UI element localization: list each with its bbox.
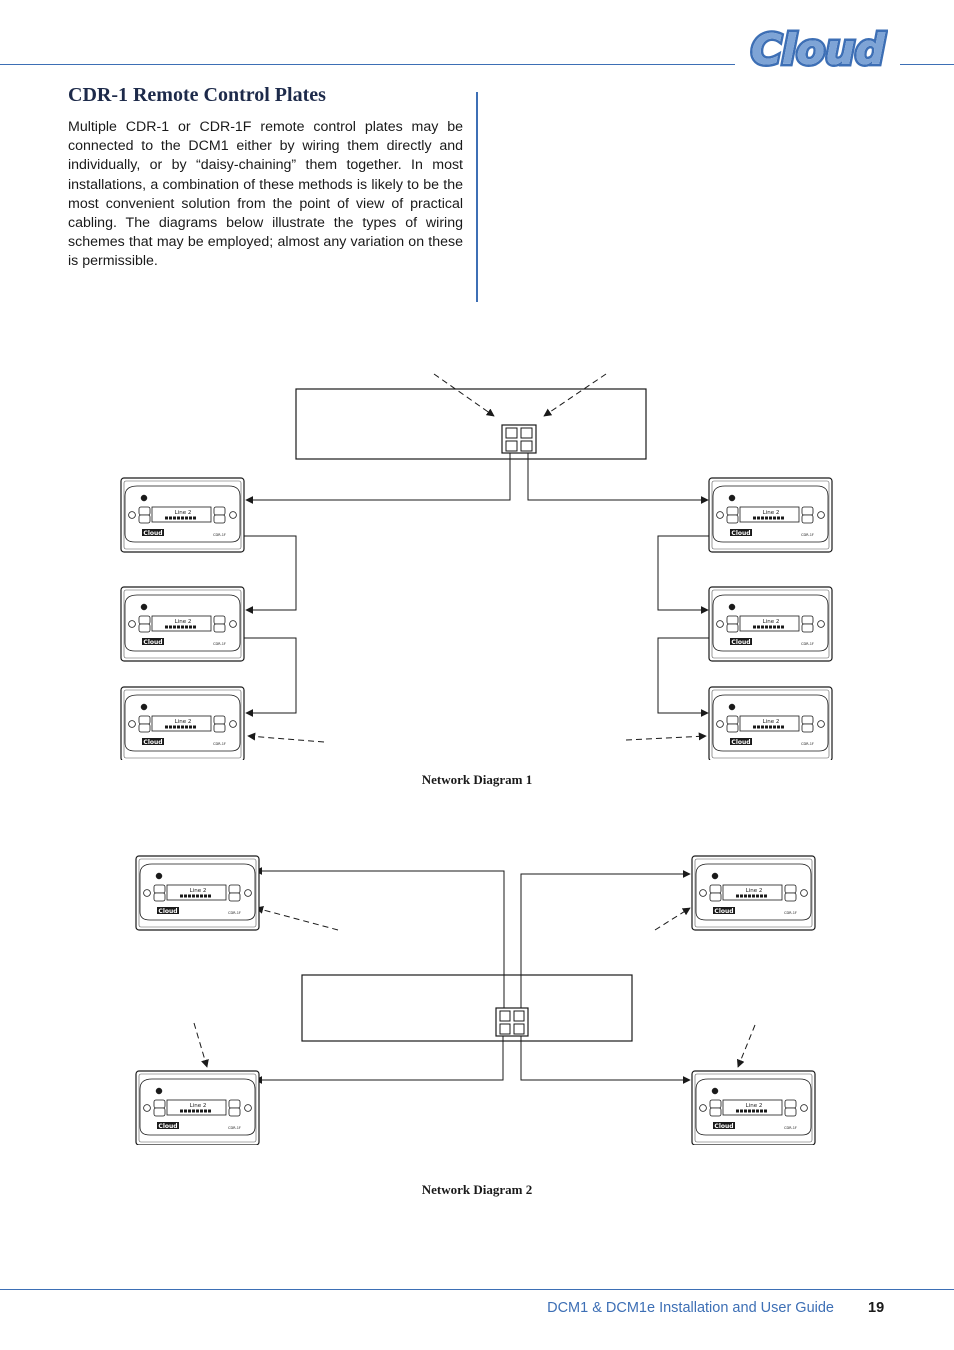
diagram-2-caption: Network Diagram 2	[421, 1182, 533, 1197]
cdr-1f-remote-plate: Line 2 Cloud CDR-1F	[708, 586, 833, 662]
plate-model-text: CDR-1F	[213, 742, 226, 746]
dcm1-unit	[295, 388, 647, 460]
section-title: CDR-1 Remote Control Plates	[68, 84, 326, 106]
plate-brand-text: Cloud	[731, 639, 750, 646]
logo-text: Cloud	[751, 26, 886, 72]
logo-text-outline: Cloud	[751, 26, 886, 72]
plate-brand-text: Cloud	[714, 908, 733, 915]
footer-title: DCM1 & DCM1e Installation and User Guide	[547, 1300, 834, 1316]
rj45-connector-block	[501, 424, 537, 454]
diagram-1-caption: Network Diagram 1	[421, 772, 533, 787]
rj45-connector-block	[495, 1007, 529, 1037]
plate-model-text: CDR-1F	[228, 911, 241, 915]
plate-display-text: Line 2	[175, 510, 192, 516]
plate-display-text: Line 2	[190, 888, 207, 894]
column-rule	[476, 92, 478, 302]
plate-brand-text: Cloud	[731, 739, 750, 746]
intro-paragraph: Multiple CDR-1 or CDR-1F remote control …	[68, 119, 463, 270]
plate-model-text: CDR-1F	[784, 1126, 797, 1130]
cdr-1f-remote-plate: Line 2 Cloud CDR-1F	[708, 686, 833, 760]
plate-display-text: Line 2	[175, 619, 192, 625]
page-number: 19	[868, 1300, 885, 1316]
dcm1-unit	[301, 974, 633, 1042]
cdr-1f-remote-plate: Line 2 Cloud CDR-1F	[120, 477, 245, 553]
plate-model-text: CDR-1F	[228, 1126, 241, 1130]
plate-display-text: Line 2	[763, 619, 780, 625]
cloud-logo: Cloud Cloud	[748, 26, 888, 72]
plate-model-text: CDR-1F	[801, 533, 814, 537]
plate-brand-text: Cloud	[143, 530, 162, 537]
cdr-1f-remote-plate: Line 2 Cloud CDR-1F	[135, 1070, 260, 1145]
cdr-1f-remote-plate: Line 2 Cloud CDR-1F	[135, 855, 260, 931]
plate-display-text: Line 2	[763, 510, 780, 516]
cables	[193, 867, 756, 1084]
plate-display-text: Line 2	[175, 719, 192, 725]
plate-model-text: CDR-1F	[213, 642, 226, 646]
plate-brand-text: Cloud	[714, 1123, 733, 1130]
plate-display-text: Line 2	[746, 888, 763, 894]
cdr-1f-remote-plate: Line 2 Cloud CDR-1F	[120, 586, 245, 662]
plate-display-text: Line 2	[763, 719, 780, 725]
plate-brand-text: Cloud	[143, 639, 162, 646]
header-rule-right	[900, 64, 954, 65]
footer-rule	[0, 1289, 954, 1290]
plate-display-text: Line 2	[190, 1103, 207, 1109]
cdr-1f-remote-plate: Line 2 Cloud CDR-1F	[691, 855, 816, 931]
plate-display-text: Line 2	[746, 1103, 763, 1109]
plate-brand-text: Cloud	[731, 530, 750, 537]
header-rule-left	[0, 64, 735, 65]
plate-model-text: CDR-1F	[801, 642, 814, 646]
cdr-1f-remote-plate: Line 2 Cloud CDR-1F	[708, 477, 833, 553]
plate-brand-text: Cloud	[158, 1123, 177, 1130]
plate-model-text: CDR-1F	[213, 533, 226, 537]
plate-brand-text: Cloud	[143, 739, 162, 746]
cables	[244, 373, 710, 743]
plate-model-text: CDR-1F	[784, 911, 797, 915]
plate-model-text: CDR-1F	[801, 742, 814, 746]
cdr-1f-remote-plate: Line 2 Cloud CDR-1F	[120, 686, 245, 760]
cdr-1f-remote-plate: Line 2 Cloud CDR-1F	[691, 1070, 816, 1145]
plate-brand-text: Cloud	[158, 908, 177, 915]
